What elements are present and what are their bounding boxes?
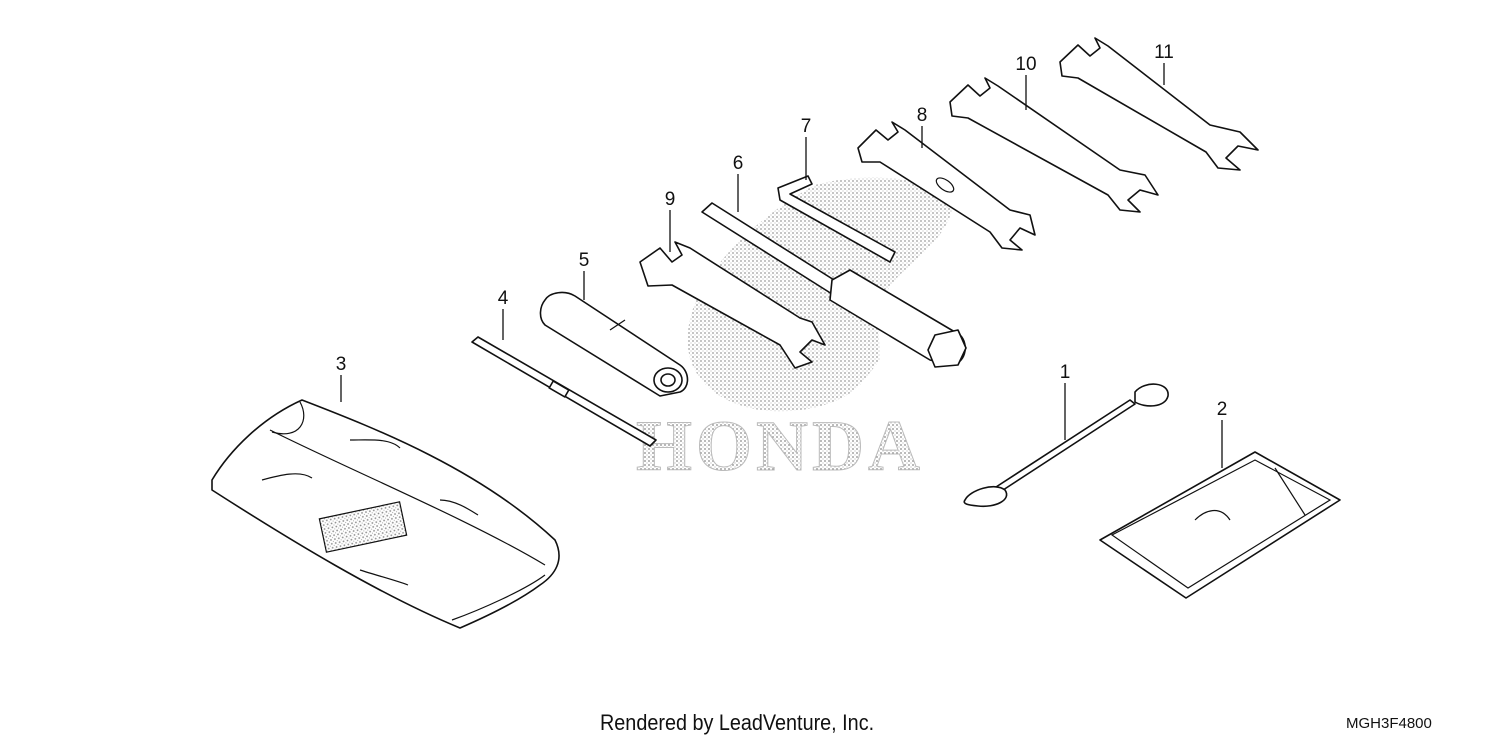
render-credit: Rendered by LeadVenture, Inc. (600, 710, 875, 735)
open-end-wrench-10 (949, 77, 1159, 213)
callout-5: 5 (579, 250, 590, 271)
open-end-wrench-11 (1059, 37, 1259, 171)
diagram-code: MGH3F4800 (1346, 715, 1432, 732)
screwdriver (471, 336, 657, 447)
document-pouch (1099, 451, 1341, 599)
honda-watermark-text: HONDA (636, 406, 924, 486)
callout-9: 9 (665, 189, 676, 210)
callout-1: 1 (1060, 362, 1071, 383)
helmet-cable (963, 383, 1169, 508)
callout-3: 3 (336, 354, 347, 375)
open-end-wrench-9 (639, 241, 826, 369)
tool-bag (211, 399, 560, 629)
leader-lines (340, 63, 1223, 468)
spark-plug-wrench (539, 291, 689, 397)
open-end-wrench-8 (857, 121, 1036, 251)
callout-8: 8 (917, 105, 928, 126)
box-wrench (701, 202, 967, 368)
callout-4: 4 (498, 288, 509, 309)
callout-11: 11 (1154, 42, 1174, 63)
callout-6: 6 (733, 153, 744, 174)
callout-7: 7 (801, 116, 812, 137)
hex-key (777, 175, 896, 263)
callout-2: 2 (1217, 399, 1228, 420)
velcro-strap (318, 501, 408, 553)
callout-10: 10 (1015, 54, 1036, 75)
